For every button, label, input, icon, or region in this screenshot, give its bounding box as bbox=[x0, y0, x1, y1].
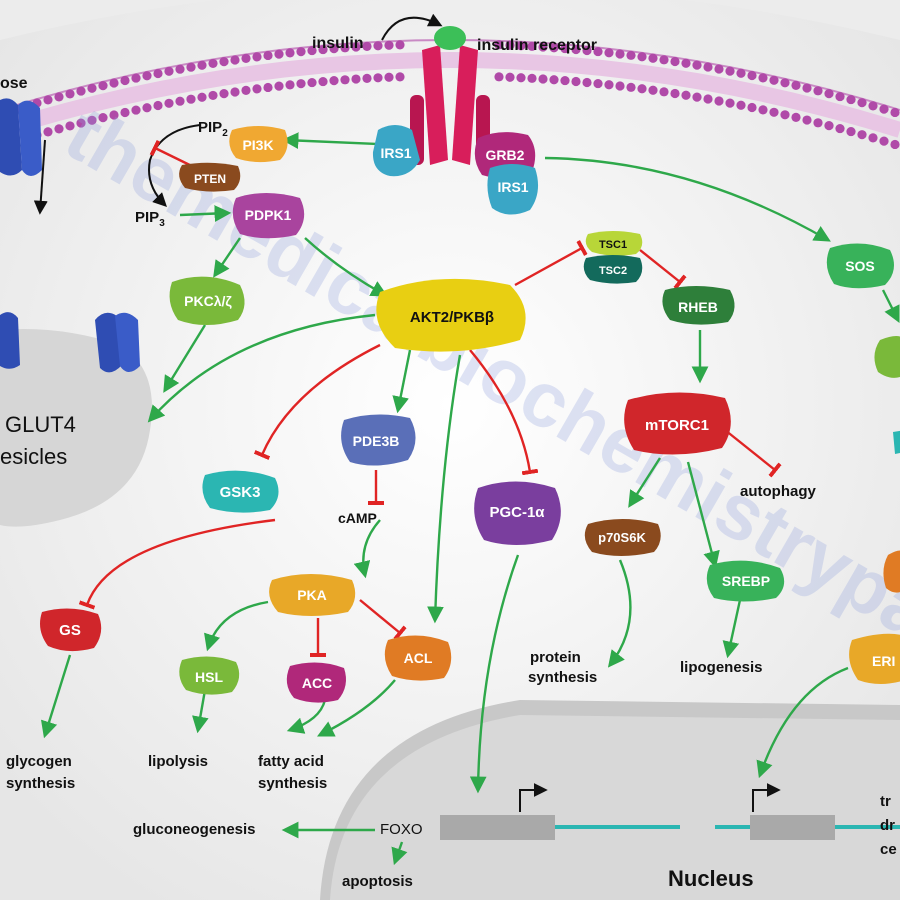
label-right-text-3: ce bbox=[880, 841, 897, 858]
cell-membrane bbox=[0, 39, 900, 150]
label-lipolysis: lipolysis bbox=[148, 753, 208, 770]
svg-text:TSC1: TSC1 bbox=[599, 239, 627, 251]
label-fatty-acid-synthesis-1: fatty acid bbox=[258, 753, 324, 770]
node-gs: GS bbox=[40, 608, 102, 652]
gene-box-1 bbox=[440, 815, 555, 840]
node-p70s6k: p70S6K bbox=[584, 519, 661, 556]
label-insulin-receptor: insulin receptor bbox=[477, 37, 597, 54]
label-foxo: FOXO bbox=[380, 821, 423, 838]
svg-text:PTEN: PTEN bbox=[194, 172, 226, 186]
node-irs1-b: IRS1 bbox=[487, 164, 539, 215]
node-sos: SOS bbox=[826, 243, 894, 289]
label-glut4-line1: GLUT4 bbox=[5, 412, 76, 437]
arrow-pip2-to-pip3 bbox=[148, 124, 201, 207]
insulin-molecule bbox=[434, 26, 466, 50]
label-glucose: ose bbox=[0, 75, 28, 92]
label-pip2: PIP2 bbox=[198, 119, 228, 139]
label-fatty-acid-synthesis-2: synthesis bbox=[258, 775, 327, 792]
node-mtorc1: mTORC1 bbox=[624, 392, 731, 455]
node-erk: ERI bbox=[849, 633, 900, 684]
svg-text:PKA: PKA bbox=[297, 587, 327, 603]
svg-text:ACC: ACC bbox=[302, 675, 332, 691]
label-apoptosis: apoptosis bbox=[342, 873, 413, 890]
svg-text:mTORC1: mTORC1 bbox=[645, 417, 709, 434]
node-pka: PKA bbox=[269, 574, 356, 616]
insulin-receptor bbox=[410, 26, 490, 165]
node-irs1-a: IRS1 bbox=[372, 125, 420, 177]
node-pi3k: PI3K bbox=[229, 126, 288, 163]
glut-transporter-membrane bbox=[0, 98, 42, 176]
svg-text:PDE3B: PDE3B bbox=[353, 433, 400, 449]
svg-text:PGC-1α: PGC-1α bbox=[489, 504, 545, 521]
svg-text:GSK3: GSK3 bbox=[220, 484, 261, 501]
svg-text:TSC2: TSC2 bbox=[599, 265, 627, 277]
node-hsl: HSL bbox=[179, 656, 240, 695]
node-srebp: SREBP bbox=[706, 560, 785, 602]
node-gsk3: GSK3 bbox=[202, 470, 279, 513]
label-camp: cAMP bbox=[338, 510, 377, 526]
svg-text:PDPK1: PDPK1 bbox=[245, 207, 292, 223]
svg-text:p70S6K: p70S6K bbox=[598, 530, 646, 545]
node-green-right-edge bbox=[874, 336, 900, 378]
glut-transporter-vesicle-2 bbox=[95, 312, 140, 373]
label-right-text-2: dr bbox=[880, 817, 895, 834]
inhibition-arrows bbox=[78, 139, 782, 657]
glut-transporter-vesicle-1 bbox=[0, 312, 20, 369]
svg-text:PKCλ/ζ: PKCλ/ζ bbox=[184, 293, 232, 309]
label-gluconeogenesis: gluconeogenesis bbox=[133, 821, 256, 838]
node-akt2: AKT2/PKBβ bbox=[376, 278, 526, 352]
label-autophagy: autophagy bbox=[740, 483, 816, 500]
node-acc: ACC bbox=[286, 662, 346, 703]
node-rheb: RHEB bbox=[662, 286, 735, 325]
node-acl: ACL bbox=[384, 635, 452, 681]
glut4-vesicle bbox=[0, 329, 152, 527]
extracellular-region bbox=[0, 0, 900, 40]
svg-text:AKT2/PKBβ: AKT2/PKBβ bbox=[410, 309, 494, 326]
arrow-insulin-binding bbox=[381, 13, 443, 41]
svg-text:IRS1: IRS1 bbox=[497, 179, 528, 195]
label-pip3: PIP3 bbox=[135, 209, 165, 229]
node-teal-right-edge bbox=[893, 430, 900, 454]
transcription-start-1 bbox=[519, 783, 548, 812]
node-tsc1: TSC1 bbox=[585, 231, 643, 256]
node-orange-right-edge bbox=[883, 550, 900, 593]
svg-text:GRB2: GRB2 bbox=[486, 147, 525, 163]
activation-arrows bbox=[40, 132, 900, 866]
label-nucleus: Nucleus bbox=[668, 866, 754, 891]
svg-text:SOS: SOS bbox=[845, 258, 875, 274]
label-protein-synthesis-1: protein bbox=[530, 649, 581, 666]
dna-strand bbox=[440, 783, 900, 840]
arrow-glucose-uptake bbox=[33, 139, 48, 215]
gene-box-2 bbox=[750, 815, 835, 840]
label-glut4-line2: esicles bbox=[0, 444, 67, 469]
svg-text:PI3K: PI3K bbox=[242, 137, 273, 153]
node-pten: PTEN bbox=[179, 162, 241, 192]
svg-text:SREBP: SREBP bbox=[722, 573, 770, 589]
node-pde3b: PDE3B bbox=[341, 414, 416, 466]
label-glycogen-synthesis-2: synthesis bbox=[6, 775, 75, 792]
node-pdpk1: PDPK1 bbox=[232, 193, 305, 239]
svg-text:GS: GS bbox=[59, 622, 81, 639]
svg-text:IRS1: IRS1 bbox=[380, 145, 411, 161]
label-protein-synthesis-2: synthesis bbox=[528, 669, 597, 686]
label-lipogenesis: lipogenesis bbox=[680, 659, 763, 676]
node-tsc2: TSC2 bbox=[583, 255, 643, 284]
svg-text:ACL: ACL bbox=[404, 650, 433, 666]
node-pgc1a: PGC-1α bbox=[474, 481, 561, 545]
transcription-start-2 bbox=[752, 783, 781, 812]
node-pkc: PKCλ/ζ bbox=[169, 276, 245, 325]
svg-text:RHEB: RHEB bbox=[678, 299, 718, 315]
label-glycogen-synthesis-1: glycogen bbox=[6, 753, 72, 770]
label-right-text-1: tr bbox=[880, 793, 891, 810]
svg-text:HSL: HSL bbox=[195, 669, 223, 685]
label-insulin: insulin bbox=[312, 35, 364, 52]
svg-text:ERI: ERI bbox=[872, 653, 895, 669]
